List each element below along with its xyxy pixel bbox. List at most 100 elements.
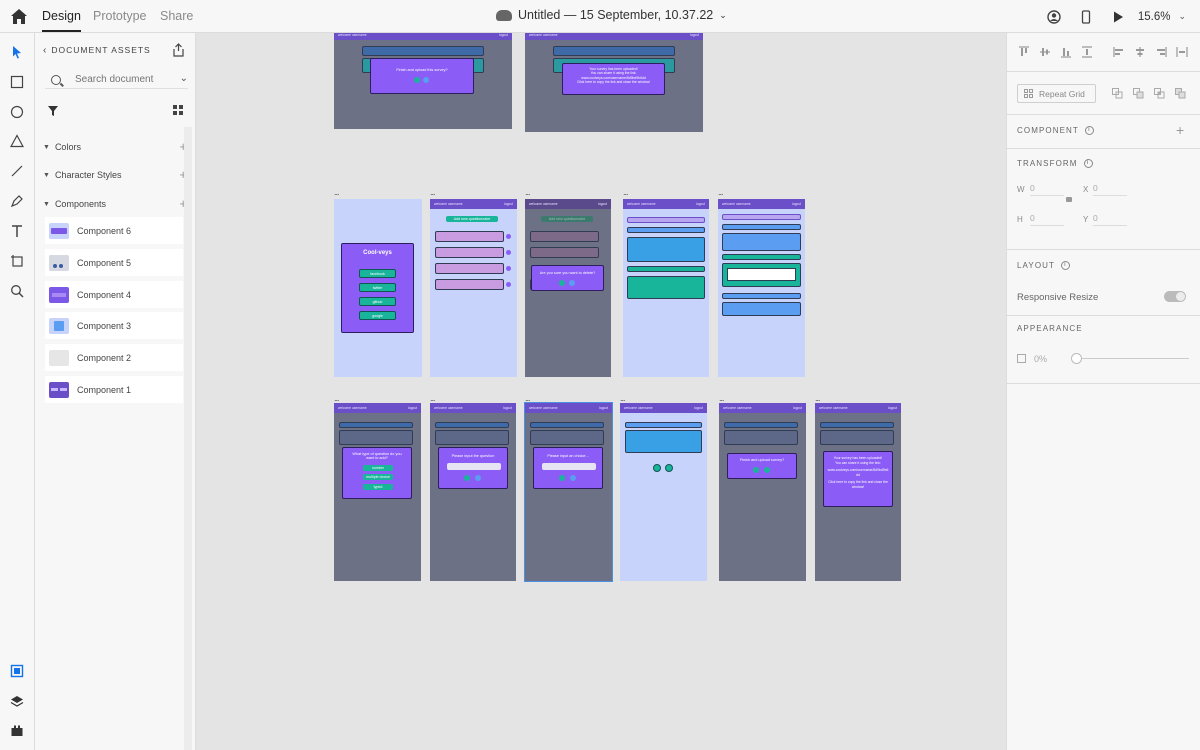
height-field[interactable]: 0 [1030, 213, 1064, 226]
lock-icon[interactable] [1066, 197, 1072, 202]
polygon-icon[interactable] [9, 133, 25, 149]
line-icon[interactable] [9, 163, 25, 179]
add-icon[interactable]: + [179, 139, 187, 154]
repeat-grid-button[interactable]: Repeat Grid [1017, 84, 1096, 103]
distribute-vertical-icon[interactable] [1081, 46, 1093, 58]
tab-design[interactable]: Design [42, 9, 81, 32]
github-button[interactable]: github [359, 297, 396, 306]
plugins-icon[interactable] [9, 723, 25, 739]
opacity-value[interactable]: 0% [1034, 354, 1048, 364]
select-icon[interactable] [9, 44, 25, 60]
cancel-icon[interactable] [569, 280, 575, 286]
confirm-icon[interactable] [665, 464, 673, 472]
chevron-down-icon[interactable]: ⌄ [179, 73, 188, 84]
confirm-icon[interactable] [559, 475, 565, 481]
add-icon[interactable]: + [179, 167, 187, 182]
document-title[interactable]: Untitled — 15 September, 10.37.22 ⌄ [496, 8, 727, 22]
confirm-icon[interactable] [464, 475, 470, 481]
text-icon[interactable] [9, 223, 25, 239]
home-icon[interactable] [10, 8, 28, 25]
cancel-icon[interactable] [570, 475, 576, 481]
boolean-intersect-icon[interactable] [1154, 88, 1165, 99]
tab-prototype[interactable]: Prototype [93, 9, 147, 23]
section-character-styles[interactable]: ▼Character Styles+ [43, 167, 187, 182]
cancel-icon[interactable] [764, 467, 770, 473]
cancel-icon[interactable] [475, 475, 481, 481]
boolean-subtract-icon[interactable] [1133, 88, 1144, 99]
layers-icon[interactable] [9, 693, 25, 709]
number-type-button[interactable]: number [363, 465, 393, 471]
pen-icon[interactable] [9, 193, 25, 209]
artboard-menu[interactable]: ... [430, 187, 435, 197]
distribute-horizontal-icon[interactable] [1176, 46, 1188, 58]
align-center-icon[interactable] [1134, 46, 1146, 58]
align-right-icon[interactable] [1155, 46, 1167, 58]
grid-view-icon[interactable] [173, 105, 183, 115]
confirm-icon[interactable] [559, 280, 565, 286]
confirm-icon[interactable] [414, 77, 420, 83]
chevron-down-icon[interactable]: ⌄ [1178, 11, 1186, 21]
info-icon[interactable]: i [1084, 126, 1094, 135]
export-icon[interactable] [172, 43, 185, 57]
mobile-preview-icon[interactable] [1079, 9, 1093, 24]
multiple-choice-button[interactable]: multiple choice [363, 474, 393, 480]
component-item[interactable]: Component 4 [45, 281, 183, 308]
section-colors[interactable]: ▼Colors+ [43, 139, 187, 154]
info-icon[interactable]: i [1083, 159, 1093, 168]
boolean-exclude-icon[interactable] [1175, 88, 1186, 99]
artboard-icon[interactable] [9, 253, 25, 269]
y-field[interactable]: 0 [1093, 213, 1127, 226]
align-left-icon[interactable] [1113, 46, 1125, 58]
zoom-level[interactable]: 15.6% [1137, 10, 1171, 23]
component-item[interactable]: Component 1 [45, 376, 183, 403]
filter-icon[interactable] [47, 105, 59, 117]
twitter-button[interactable]: twitter [359, 283, 396, 292]
question-input[interactable] [447, 463, 501, 470]
ellipse-icon[interactable] [9, 104, 25, 120]
confirm-icon[interactable] [753, 467, 759, 473]
artboard-menu[interactable]: ... [623, 187, 628, 197]
opacity-slider-thumb[interactable] [1071, 353, 1082, 364]
play-icon[interactable] [1111, 10, 1125, 24]
align-middle-icon[interactable] [1039, 46, 1051, 58]
boolean-add-icon[interactable] [1112, 88, 1123, 99]
artboard-menu[interactable]: ... [525, 187, 530, 197]
typed-type-button[interactable]: typed [363, 484, 393, 490]
artboard-menu[interactable]: ... [430, 393, 435, 403]
artboard-menu[interactable]: ... [334, 393, 339, 403]
add-icon[interactable]: + [179, 196, 187, 211]
add-icon[interactable] [653, 464, 661, 472]
search-input[interactable] [75, 74, 175, 85]
artboard-menu[interactable]: ... [718, 187, 723, 197]
choice-input[interactable] [542, 463, 596, 470]
facebook-button[interactable]: facebook [359, 269, 396, 278]
add-questionnaire-button[interactable]: Add new questionnaire [446, 216, 498, 222]
align-bottom-icon[interactable] [1060, 46, 1072, 58]
assets-scrollbar[interactable] [184, 127, 192, 750]
google-button[interactable]: google [359, 311, 396, 320]
align-top-icon[interactable] [1018, 46, 1030, 58]
artboard-menu[interactable]: ... [334, 187, 339, 197]
component-item[interactable]: Component 3 [45, 312, 183, 339]
width-field[interactable]: 0 [1030, 183, 1064, 196]
rectangle-icon[interactable] [9, 74, 25, 90]
component-item[interactable]: Component 6 [45, 217, 183, 244]
component-item[interactable]: Component 2 [45, 344, 183, 371]
info-icon[interactable]: i [1061, 261, 1071, 270]
artboard-menu[interactable]: ... [525, 393, 530, 403]
section-components[interactable]: ▼Components+ [43, 196, 187, 211]
cancel-icon[interactable] [423, 77, 429, 83]
artboard-menu[interactable]: ... [815, 393, 820, 403]
user-icon[interactable] [1047, 9, 1061, 24]
component-item[interactable]: Component 5 [45, 249, 183, 276]
search-field[interactable]: ⌄ [45, 71, 188, 89]
